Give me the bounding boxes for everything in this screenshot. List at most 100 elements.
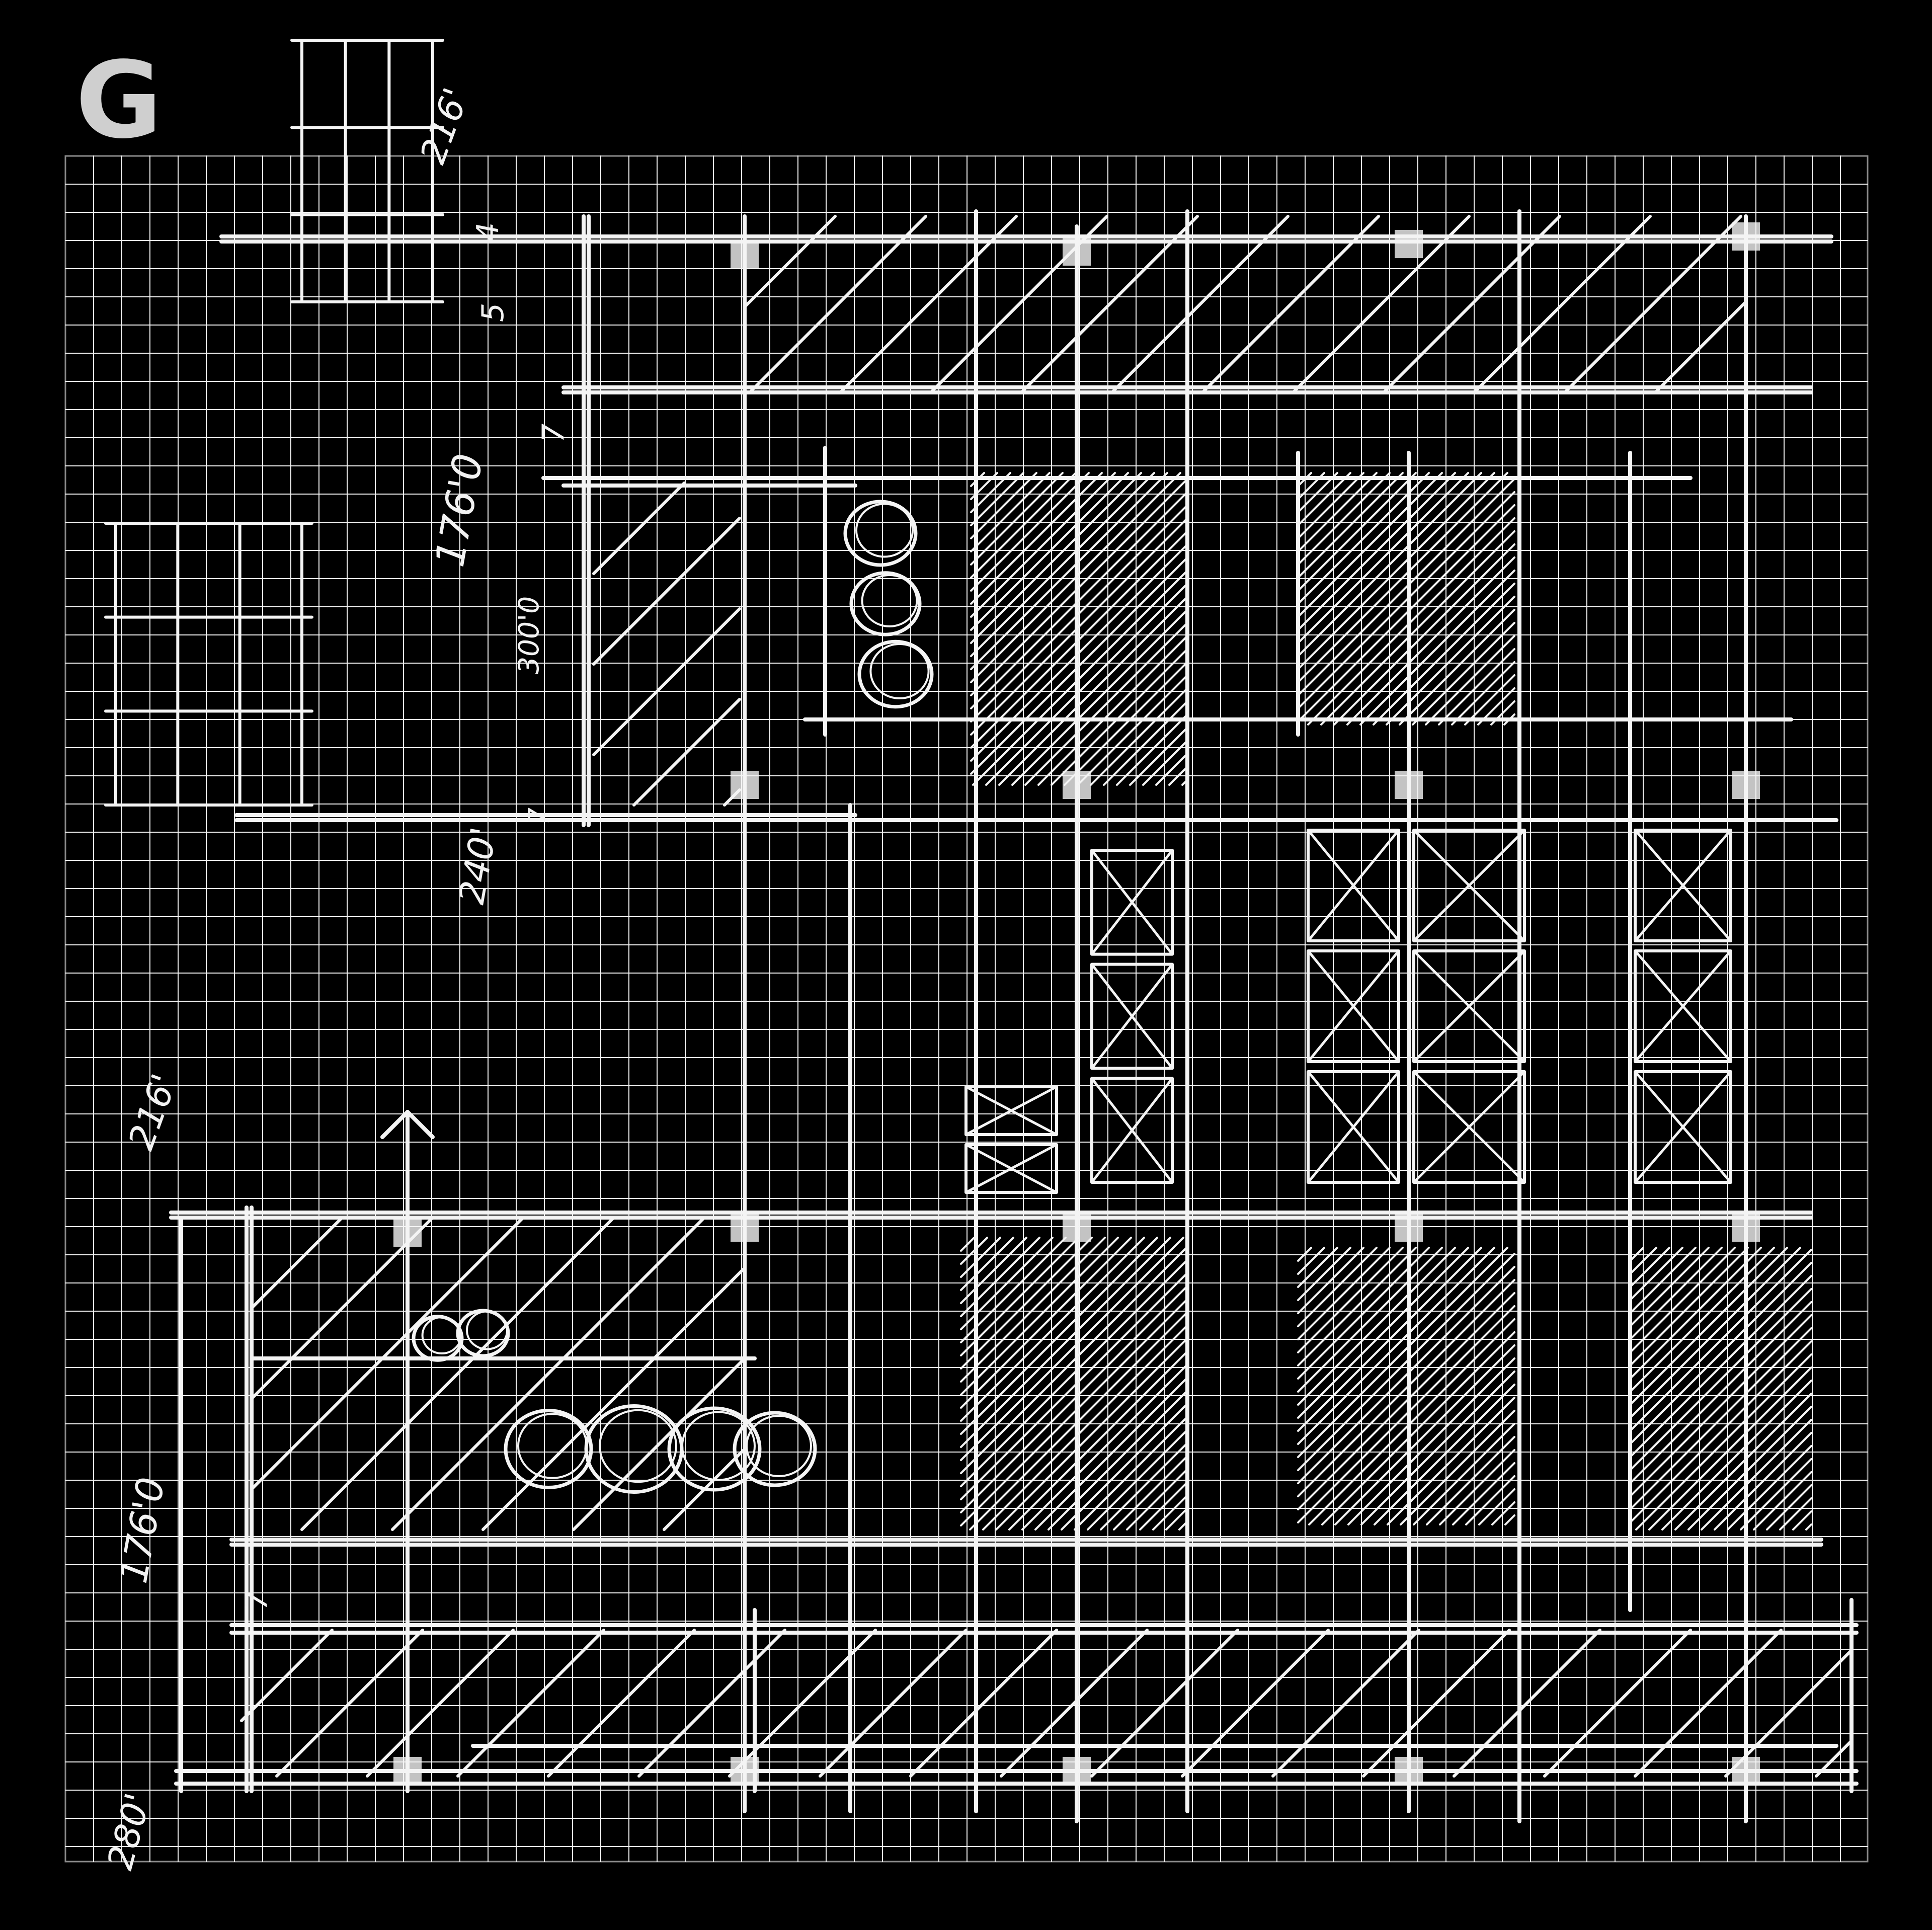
partition-cell: [1412, 829, 1526, 942]
hatch-stroke: [960, 1237, 1001, 1278]
hatch-stroke: [1020, 215, 1199, 394]
table-circle-sketch: [869, 643, 930, 699]
hatch-stroke: [1297, 472, 1312, 487]
hatch-stroke: [1629, 1247, 1644, 1262]
hatch-stroke: [969, 1311, 1188, 1531]
hatch-stroke: [1629, 1247, 1697, 1314]
hatch-stroke: [1011, 609, 1188, 786]
hatch-stroke: [1629, 1247, 1683, 1301]
hatch-stroke: [960, 1237, 1184, 1461]
hatch-stroke: [1347, 1357, 1515, 1525]
hatch-stroke: [970, 472, 985, 487]
hatch-stroke: [1116, 713, 1188, 786]
column-marker: [1063, 771, 1091, 799]
column-marker: [1395, 1757, 1423, 1785]
hatch-stroke: [982, 1324, 1188, 1531]
hatch-stroke: [1297, 1247, 1391, 1340]
hatch-stroke: [592, 481, 686, 575]
hatch-stroke: [1724, 1649, 1853, 1778]
dim-upper-d: 240': [451, 824, 505, 907]
hatch-stroke: [1090, 687, 1188, 786]
hatch-stroke: [970, 504, 1188, 722]
hatch-stroke: [1504, 1514, 1515, 1525]
hatch-stroke: [1061, 1403, 1188, 1531]
partition-cell: [1307, 1070, 1400, 1184]
hatch-stroke: [970, 530, 1188, 749]
hatch-stroke: [1629, 1288, 1812, 1471]
hatch-stroke: [1399, 609, 1515, 726]
hatch-stroke: [1297, 472, 1351, 526]
hatch-stroke: [1297, 472, 1443, 618]
partition-cell: [1090, 962, 1174, 1070]
hatch-stroke: [1648, 1366, 1812, 1531]
hatch-stroke: [1320, 530, 1515, 726]
hatch-stroke: [960, 1285, 1188, 1513]
table-circle: [733, 1411, 817, 1487]
dim-top-small: 4: [470, 222, 506, 242]
hatch-stroke: [1727, 1445, 1812, 1531]
hatch-stroke: [1297, 1292, 1515, 1510]
hatch-stroke: [728, 1629, 877, 1778]
hatch-stroke: [250, 1216, 525, 1491]
column-marker: [1063, 1757, 1091, 1785]
hatch-stroke: [1090, 1629, 1239, 1778]
hatch-stroke: [1634, 1629, 1783, 1778]
hatch-stroke: [1297, 504, 1515, 722]
hatch-stroke: [1077, 674, 1188, 786]
hatch-stroke: [572, 1357, 746, 1531]
hatch-stroke: [1297, 1247, 1338, 1288]
column-marker: [731, 771, 759, 799]
hatch-stroke: [1297, 472, 1495, 670]
hatch-stroke: [1413, 1423, 1515, 1525]
hatch-stroke: [1034, 1377, 1188, 1531]
hatch-stroke: [1297, 1247, 1417, 1366]
hatch-stroke: [960, 1237, 1054, 1330]
hatch-stroke: [1714, 1432, 1812, 1531]
hatch-stroke: [1629, 1247, 1801, 1419]
partition-cell: [1412, 949, 1526, 1063]
dim-bay-small: 5: [475, 303, 511, 322]
column-marker: [731, 240, 759, 268]
hatch-stroke: [1297, 1247, 1430, 1380]
hatch-stroke: [632, 698, 741, 807]
hatch-stroke: [1297, 472, 1482, 657]
hatch-stroke: [1292, 215, 1471, 394]
table-circle-sketch: [466, 1310, 508, 1350]
column-marker: [1732, 1214, 1760, 1242]
hatch-stroke: [1766, 1484, 1812, 1531]
hatch-stroke: [1543, 1629, 1692, 1778]
hatch-stroke: [1359, 570, 1515, 726]
hatch-stroke: [960, 1237, 1080, 1356]
dim-upper-e: 7: [523, 808, 555, 825]
hatch-stroke: [1701, 1419, 1812, 1531]
hatch-stroke: [960, 1237, 975, 1252]
hatch-stroke: [1503, 713, 1515, 726]
column-marker: [731, 1214, 759, 1242]
hatch-stroke: [960, 1237, 1171, 1448]
hatch-stroke: [1297, 472, 1417, 592]
hatch-stroke: [1451, 661, 1515, 726]
hatch-stroke: [1491, 1501, 1515, 1525]
hatch-stroke: [960, 1272, 1188, 1500]
hatch-stroke: [1024, 622, 1188, 786]
hatch-stroke: [970, 472, 1024, 526]
hatch-stroke: [1064, 661, 1188, 786]
column-marker: [1732, 1757, 1760, 1785]
partition-cell: [1090, 849, 1174, 956]
hatch-stroke: [1297, 472, 1364, 539]
hatch-stroke: [1629, 1275, 1812, 1458]
cross-mark: [1307, 949, 1400, 1063]
hatch-stroke: [970, 472, 1142, 644]
partition-cell: [964, 1143, 1058, 1194]
partition-cell: [1634, 949, 1732, 1063]
hatch-stroke: [972, 570, 1188, 786]
table-circle: [843, 500, 918, 567]
hatch-stroke: [960, 1237, 1158, 1435]
hatch-stroke: [970, 478, 1188, 696]
hatch-stroke: [391, 1216, 706, 1531]
hatch-stroke: [839, 215, 1018, 394]
hatch-stroke: [1021, 1363, 1188, 1531]
partition-cell: [1307, 949, 1400, 1063]
hatch-stroke: [1478, 1488, 1515, 1525]
hatch-stroke: [1201, 215, 1380, 394]
